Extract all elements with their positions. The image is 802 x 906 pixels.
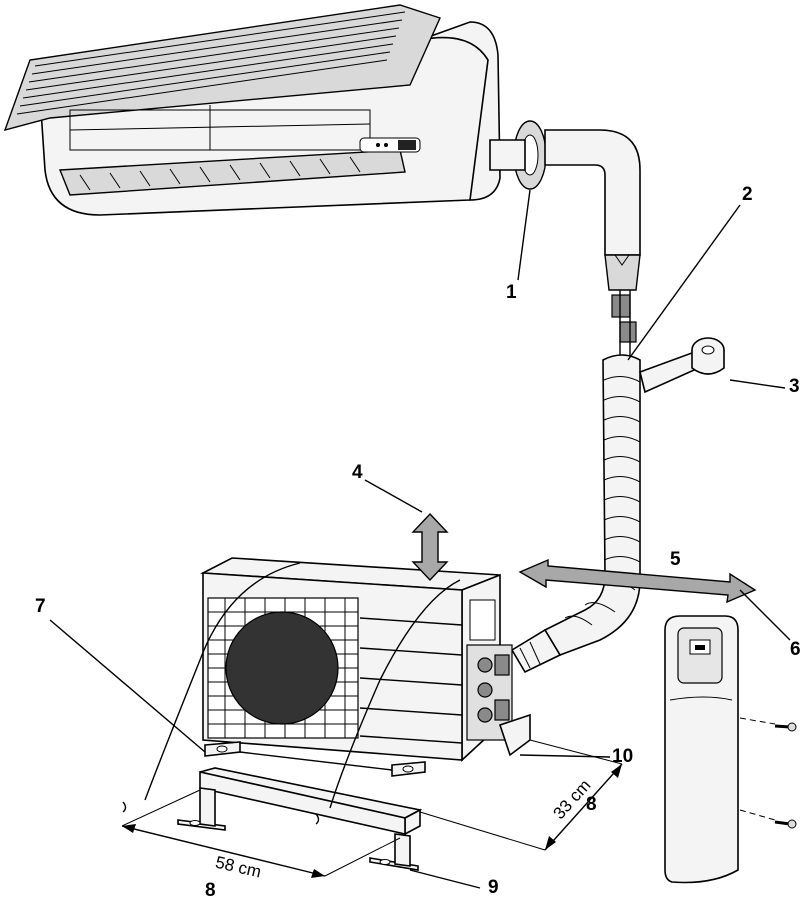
callout-4: 4 — [352, 462, 363, 483]
dimension-width — [121, 789, 401, 878]
screw-icon — [774, 722, 797, 732]
callout-8-width: 8 — [205, 880, 216, 901]
callout-5: 5 — [670, 549, 681, 570]
callout-6: 6 — [790, 639, 801, 660]
callout-2: 2 — [742, 184, 753, 205]
callout-7: 7 — [35, 596, 46, 617]
leader-lines — [49, 189, 791, 889]
dimension-depth — [419, 739, 623, 851]
outdoor-unit — [200, 557, 531, 762]
fan-icon — [225, 611, 339, 725]
width-dimension-label: 58 cm — [214, 853, 263, 882]
tape-wrap — [564, 376, 641, 626]
mounting-base — [177, 741, 426, 871]
callout-8-depth: 8 — [586, 794, 597, 815]
callout-10: 10 — [612, 746, 633, 767]
tie-down-straps — [122, 562, 461, 825]
wall-bracket — [639, 337, 725, 394]
indoor-unit — [3, 4, 547, 216]
callout-9: 9 — [488, 877, 499, 898]
clearance-arrow-horizontal — [518, 558, 757, 604]
callout-3: 3 — [789, 376, 800, 397]
callout-1: 1 — [506, 282, 517, 303]
louvre-vanes — [79, 156, 361, 191]
service-cover — [664, 615, 797, 884]
refrigerant-pipe — [510, 129, 641, 674]
clearance-arrow-vertical — [411, 512, 449, 582]
screw-icon — [774, 819, 797, 829]
grille-slats — [16, 11, 406, 115]
